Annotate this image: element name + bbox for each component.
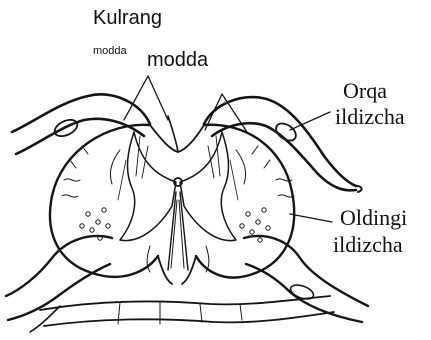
ventral-root-label-line2: ildizcha <box>333 234 403 256</box>
spinal-nerve-bundle <box>40 296 334 326</box>
ventral-root-label-line1: Oldingi <box>340 207 407 229</box>
dorsal-root-label-line1: Orqa <box>343 80 387 102</box>
grey-matter-label-line1: Kulrang <box>93 8 162 28</box>
spinal-cord-outline <box>50 116 294 284</box>
dorsal-root-label-line2: ildizcha <box>335 106 405 128</box>
ventral-root-left <box>6 236 112 332</box>
dorsal-root-pointer-line <box>290 112 330 130</box>
dorsal-root-left <box>12 94 150 154</box>
white-matter-fibres <box>110 150 245 272</box>
grey-matter-label-line2: modda <box>147 50 208 70</box>
ventral-root-pointer-line <box>290 214 332 222</box>
grey-matter-label-small: modda <box>93 46 127 57</box>
white-matter-stipple <box>62 146 294 242</box>
